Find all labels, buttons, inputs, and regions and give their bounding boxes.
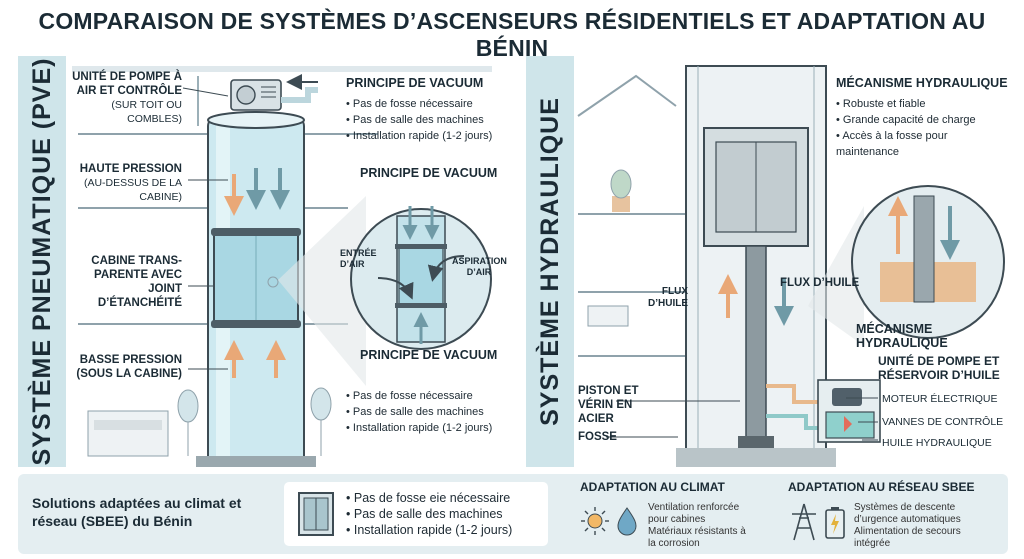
elevator-door-icon — [298, 492, 334, 536]
bottom-banner: Solutions adaptées au climat et réseau (… — [18, 474, 1008, 554]
climate-line-2: Matériaux résistants à la corrosion — [648, 526, 746, 549]
oil-flow-left-label: FLUX D’HUILE — [648, 286, 688, 309]
mechanism-title-2: MÉCANISME HYDRAULIQUE — [856, 322, 948, 350]
list-item: Pas de salle des machines — [346, 112, 492, 128]
motor-label: MOTEUR ÉLECTRIQUE — [882, 393, 998, 405]
principle-1-list: Pas de fosse nécessaire Pas de salle des… — [346, 96, 492, 144]
list-item: Pas de fosse nécessaire — [346, 96, 492, 112]
list-item: Robuste et fiable — [836, 96, 1012, 112]
air-pump-label: UNITÉ DE POMPE À AIR ET CONTRÔLE (SUR TO… — [72, 71, 182, 125]
list-item: Installation rapide (1-2 jours) — [346, 128, 492, 144]
low-pressure-label: BASSE PRESSION (SOUS LA CABINE) — [76, 354, 182, 380]
climate-title: ADAPTATION AU CLIMAT — [580, 480, 725, 494]
oil-label: HUILE HYDRAULIQUE — [882, 437, 992, 449]
steel-piston — [745, 245, 767, 445]
air-in-label: ENTRÉE D’AIR — [340, 248, 377, 269]
principle-3-title: PRINCIPE DE VACUUM — [360, 348, 498, 362]
list-item: Accès à la fosse pour maintenance — [836, 128, 1012, 160]
pit-label: FOSSE — [578, 431, 617, 443]
list-item: Pas de salle des machines — [346, 506, 512, 522]
oil-flow-right-label: FLUX D’HUILE — [780, 277, 860, 289]
list-item: Grande capacité de charge — [836, 112, 1012, 128]
principle-2-title: PRINCIPE DE VACUUM — [360, 166, 498, 180]
list-item: Pas de fosse eie nécessaire — [346, 490, 512, 506]
list-item: Installation rapide (1-2 jours) — [346, 522, 512, 538]
list-item: Pas de salle des machines — [346, 404, 492, 420]
principle-3-list: Pas de fosse nécessaire Pas de salle des… — [346, 388, 492, 436]
hydraulic-panel: SYSTÈME HYDRAULIQUE — [526, 56, 1012, 467]
high-pressure-label: HAUTE PRESSION (AU-DESSUS DE LA CABINE) — [79, 163, 182, 203]
cabin-label: CABINE TRANS-PARENTE AVEC JOINT D’ÉTANCH… — [91, 255, 182, 309]
page-title: COMPARAISON DE SYSTÈMES D’ASCENSEURS RÉS… — [38, 8, 986, 61]
sun-icon — [581, 507, 609, 535]
piston-label: PISTON ET VÉRIN EN ACIER — [578, 385, 639, 425]
air-pump-sub: (SUR TOIT OU COMBLES) — [111, 99, 182, 125]
solutions-card: Pas de fosse eie nécessaire Pas de salle… — [284, 482, 548, 546]
high-pressure-sub: (AU-DESSUS DE LA CABINE) — [83, 177, 182, 203]
pump-reservoir-label: UNITÉ DE POMPE ET RÉSERVOIR D’HUILE — [878, 354, 1000, 382]
climate-line-1: Ventilation renforcée pour cabines — [648, 502, 740, 525]
hydraulic-illustration — [577, 65, 1005, 467]
principle-1-title: PRINCIPE DE VACUUM — [346, 76, 484, 90]
mechanism-list: Robuste et fiable Grande capacité de cha… — [836, 96, 1012, 160]
pneumatic-panel: SYSTÈME PNEUMATIQUE (PVE) — [18, 56, 510, 467]
solutions-list: Pas de fosse eie nécessaire Pas de salle… — [346, 490, 512, 538]
power-tower-icon — [792, 503, 816, 541]
list-item: Installation rapide (1-2 jours) — [346, 420, 492, 436]
list-item: Pas de fosse nécessaire — [346, 388, 492, 404]
grid-line-2: Alimentation de secours intégrée — [854, 526, 961, 549]
battery-icon — [825, 507, 845, 539]
water-drop-icon — [617, 507, 637, 536]
air-suction-label: ASPIRATION D’AIR — [452, 256, 507, 277]
mechanism-title: MÉCANISME HYDRAULIQUE — [836, 76, 1008, 90]
grid-line-1: Systèmes de descente d’urgence automatiq… — [854, 502, 961, 525]
valves-label: VANNES DE CONTRÔLE — [882, 416, 1004, 428]
grid-title: ADAPTATION AU RÉSEAU SBEE — [788, 480, 975, 494]
solutions-title: Solutions adaptées au climat et réseau (… — [32, 495, 242, 529]
